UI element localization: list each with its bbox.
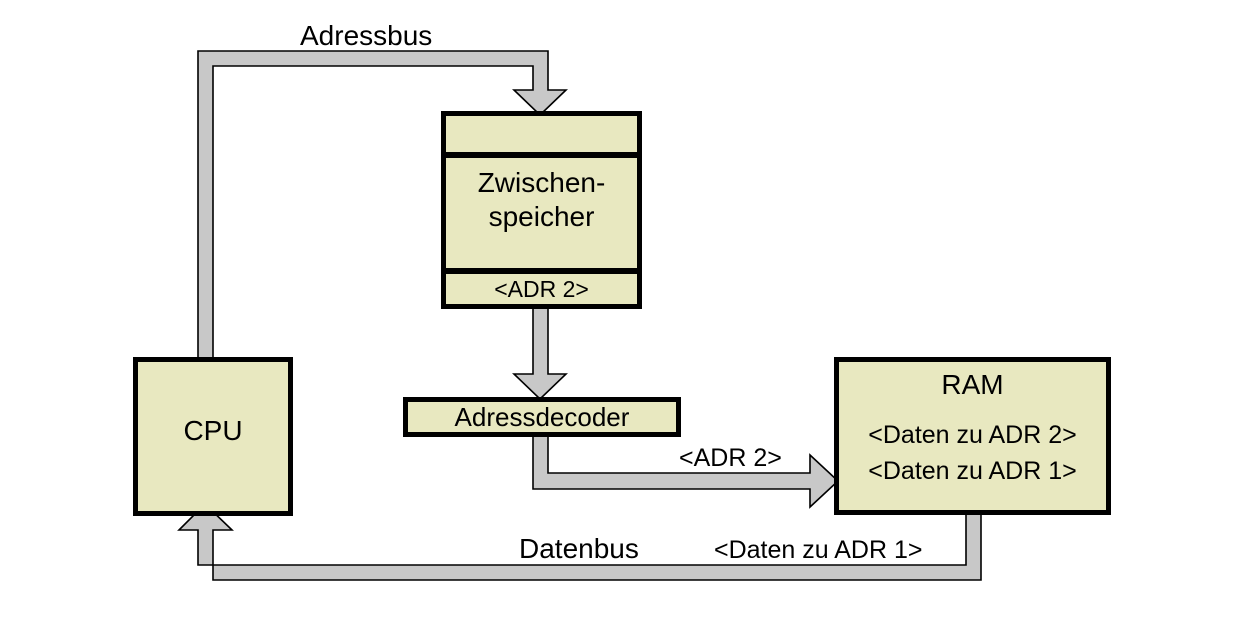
decoder-to-ram-arrow: [532, 433, 840, 509]
node-cpu[interactable]: [133, 357, 293, 516]
address-bus-path: [197, 50, 568, 518]
node-zwischenspeicher[interactable]: [441, 111, 642, 309]
data-bus-path: [177, 502, 982, 581]
zwischenspeicher-divider-bottom: [441, 268, 642, 274]
node-ram[interactable]: [834, 357, 1111, 515]
buffer-to-decoder-arrow: [512, 304, 568, 401]
zwischenspeicher-divider-top: [441, 152, 642, 158]
node-adressdecoder[interactable]: [403, 397, 681, 437]
